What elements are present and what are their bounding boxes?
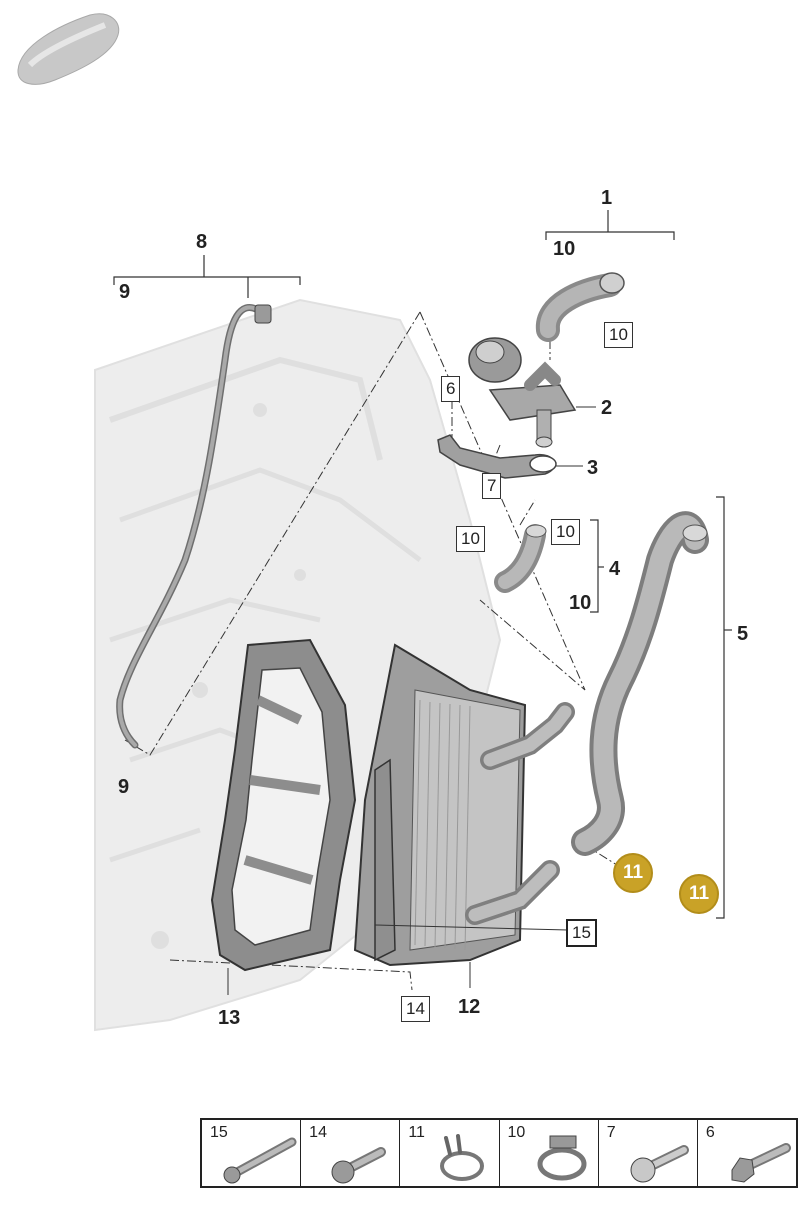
box-label-7: 7 <box>482 473 502 499</box>
legend-number: 10 <box>507 1124 526 1141</box>
box-label-10-pipe: 10 <box>604 322 633 348</box>
coolant-hose-5 <box>571 511 709 856</box>
legend-number: 14 <box>309 1124 327 1141</box>
legend-cell-7: 7 <box>599 1120 698 1186</box>
callout-13: 13 <box>218 1007 241 1029</box>
oil-line-8 <box>116 304 272 749</box>
badge-11-left: 11 <box>613 853 653 893</box>
pipe-bend-4 <box>494 524 547 593</box>
legend-cell-11: 11 <box>400 1120 500 1186</box>
box-label-6: 6 <box>441 376 461 402</box>
legend-number: 11 <box>408 1124 425 1141</box>
legend-number: 15 <box>210 1124 228 1141</box>
flange-bolt-icon <box>731 1143 791 1183</box>
box-label-10-left: 10 <box>456 526 485 552</box>
box-label-10-right: 10 <box>551 519 580 545</box>
legend-cell-10: 10 <box>500 1120 599 1186</box>
callout-10-bottom: 10 <box>569 592 592 614</box>
legend-cell-14: 14 <box>301 1120 401 1186</box>
coolant-pump <box>468 337 577 448</box>
callout-2: 2 <box>601 397 613 419</box>
callout-3: 3 <box>587 457 599 479</box>
oil-cooler-12 <box>353 643 575 967</box>
callout-12: 12 <box>458 996 481 1018</box>
callout-4: 4 <box>609 558 621 580</box>
hose-clamp-icon <box>537 1135 587 1181</box>
spring-clamp-icon <box>440 1134 485 1181</box>
bracket-gasket <box>437 434 557 479</box>
group-brackets <box>113 210 732 919</box>
callout-9-bottom: 9 <box>118 776 130 798</box>
box-label-14: 14 <box>401 996 430 1022</box>
box-label-15: 15 <box>566 919 597 947</box>
callout-1: 1 <box>601 187 613 209</box>
car-silhouette-icon <box>17 13 120 85</box>
callout-5: 5 <box>737 623 749 645</box>
fastener-legend: 15 14 11 10 7 <box>200 1118 798 1188</box>
legend-cell-15: 15 <box>202 1120 302 1186</box>
callout-10-top: 10 <box>553 238 576 260</box>
badge-11-right: 11 <box>679 874 719 914</box>
gasket-13 <box>210 638 357 972</box>
short-bolt-icon <box>331 1147 387 1184</box>
pipe-bend-1 <box>535 272 625 342</box>
long-bolt-icon <box>223 1137 297 1184</box>
legend-number: 7 <box>606 1124 616 1141</box>
screw-icon <box>630 1145 689 1183</box>
legend-cell-6: 6 <box>698 1120 796 1186</box>
legend-number: 6 <box>705 1124 715 1141</box>
callout-9-top: 9 <box>119 281 131 303</box>
label-leaders <box>227 406 596 995</box>
callout-8: 8 <box>196 231 208 253</box>
